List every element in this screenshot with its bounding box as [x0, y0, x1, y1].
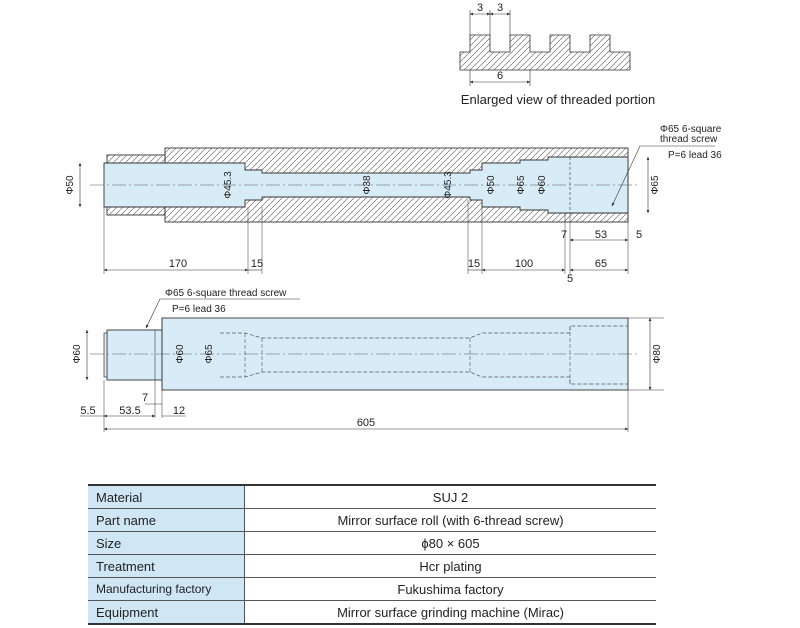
v1-len-7: 7: [561, 229, 567, 241]
v1-dia-60: Φ60: [537, 175, 548, 195]
spec-key: Equipment: [88, 600, 245, 625]
v2-len-5-5: 5.5: [80, 405, 95, 417]
spec-key: Manufacturing factory: [88, 577, 245, 601]
v1-thread-note-2: thread screw: [660, 134, 718, 145]
thread-detail: 3 3 6 Enlarged view of threaded portion: [459, 2, 655, 107]
detail-caption: Enlarged view of threaded portion: [461, 92, 655, 107]
v1-dia-65a: Φ65: [516, 175, 527, 195]
pitch-a-label: 3: [477, 2, 483, 14]
v1-dia-45-right: Φ45.3: [443, 171, 454, 199]
spec-value: Fukushima factory: [244, 577, 656, 601]
spec-value: SUJ 2: [244, 484, 656, 509]
spec-key: Treatment: [88, 554, 245, 578]
v1-thread-note-3: P=6 lead 36: [668, 150, 722, 161]
v1-len-65: 65: [595, 258, 607, 270]
v2-dia-65: Φ65: [204, 344, 215, 364]
v2-dia-80: Φ80: [652, 344, 663, 364]
v2-dia-60-left: Φ60: [72, 344, 83, 364]
section-view: Φ50 Φ45.3 Φ38 Φ45.3 Φ50 Φ65 Φ60 Φ65 Φ65 …: [65, 124, 722, 285]
table-row: Part name Mirror surface roll (with 6-th…: [88, 508, 656, 532]
v2-len-7: 7: [142, 392, 148, 404]
table-row: Material SUJ 2: [88, 484, 656, 509]
v2-thread-note-2: P=6 lead 36: [172, 304, 226, 315]
v1-len-5-right: 5: [636, 229, 642, 241]
v2-len-53-5: 53.5: [119, 405, 140, 417]
v1-dia-65-right: Φ65: [650, 175, 661, 195]
pitch-b-label: 3: [497, 2, 503, 14]
spec-value: ϕ80 × 605: [244, 531, 656, 555]
v1-dia-50: Φ50: [486, 175, 497, 195]
v1-thread-note-1: Φ65 6-square: [660, 124, 722, 135]
v1-len-170: 170: [169, 258, 187, 270]
v1-len-15a: 15: [251, 258, 263, 270]
spec-value: Mirror surface roll (with 6-thread screw…: [244, 508, 656, 532]
spec-key: Material: [88, 484, 245, 509]
v2-dia-60: Φ60: [175, 344, 186, 364]
v1-dia-50-left: Φ50: [65, 175, 76, 195]
table-row: Treatment Hcr plating: [88, 554, 656, 578]
v1-len-53: 53: [595, 229, 607, 241]
v1-dia-45-left: Φ45.3: [223, 171, 234, 199]
v1-len-5-bottom: 5: [567, 273, 573, 285]
spec-table: Material SUJ 2 Part name Mirror surface …: [88, 484, 656, 625]
technical-drawing: 3 3 6 Enlarged view of threaded portion …: [65, 2, 722, 432]
v2-len-605: 605: [357, 417, 375, 429]
v2-len-12: 12: [173, 405, 185, 417]
table-row: Manufacturing factory Fukushima factory: [88, 577, 656, 601]
outer-view: Φ65 6-square thread screw P=6 lead 36 Φ6…: [72, 288, 664, 432]
v1-dia-38: Φ38: [362, 175, 373, 195]
lead-label: 6: [497, 70, 503, 82]
v1-len-100: 100: [515, 258, 533, 270]
table-row: Equipment Mirror surface grinding machin…: [88, 600, 656, 625]
spec-key: Size: [88, 531, 245, 555]
spec-value: Hcr plating: [244, 554, 656, 578]
spec-value: Mirror surface grinding machine (Mirac): [244, 600, 656, 625]
spec-key: Part name: [88, 508, 245, 532]
v2-thread-note-1: Φ65 6-square thread screw: [165, 288, 287, 299]
v1-len-15b: 15: [468, 258, 480, 270]
table-row: Size ϕ80 × 605: [88, 531, 656, 555]
